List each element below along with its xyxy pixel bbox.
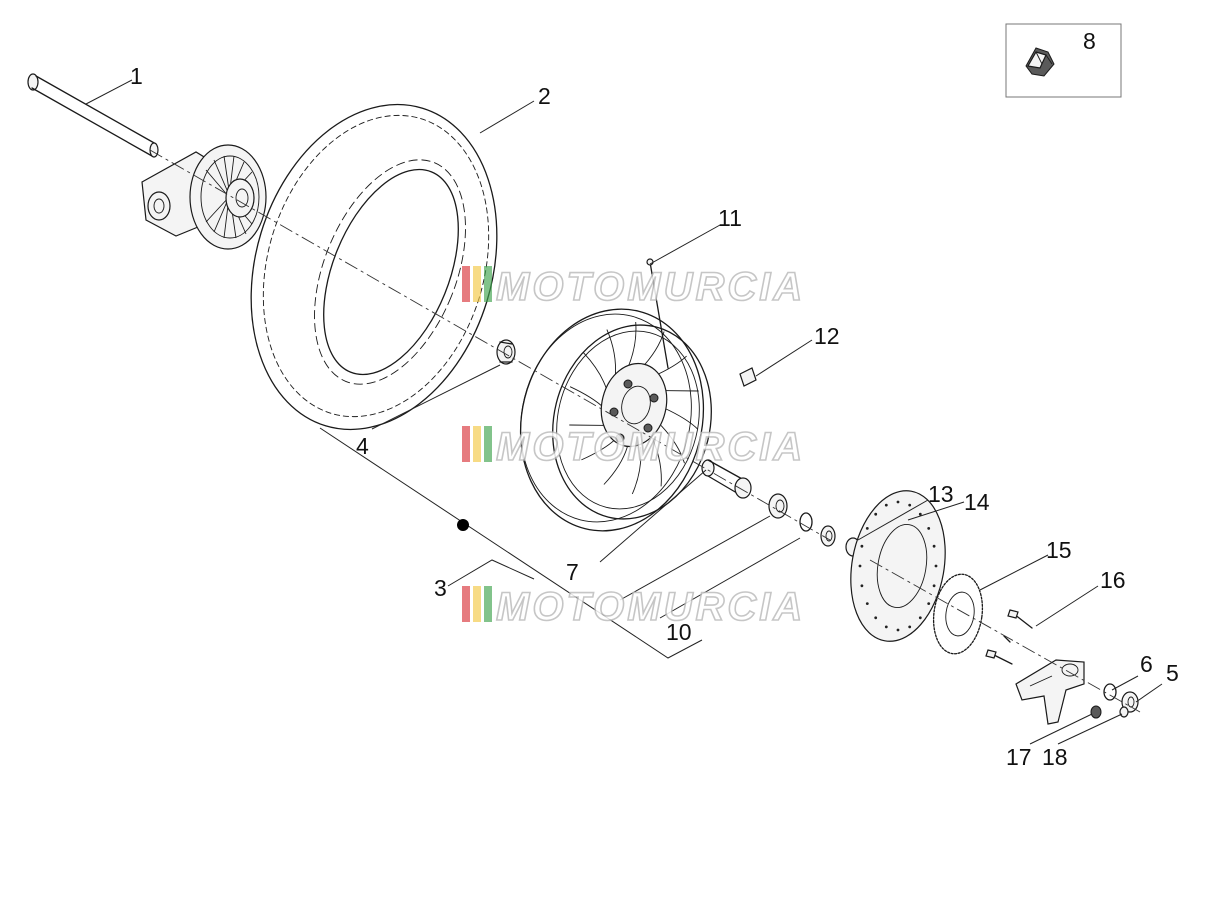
- callout-10: 10: [666, 619, 692, 645]
- part-10-circlip: [799, 512, 813, 532]
- watermark-stripe-red: [462, 266, 470, 302]
- watermark-3: MOTOMURCIA: [462, 584, 805, 630]
- rim-spoke: [606, 329, 617, 377]
- rim-spoke: [663, 407, 699, 430]
- disc-hole: [874, 616, 878, 620]
- disc-hole: [884, 625, 888, 629]
- disc-hole: [927, 602, 931, 605]
- part-17-bolt: [1090, 705, 1102, 719]
- rim-spoke: [660, 425, 685, 464]
- rim-spoke: [569, 386, 605, 409]
- assembly-axis: [149, 149, 831, 541]
- disc-hole: [896, 628, 900, 632]
- disc-hole: [927, 527, 931, 530]
- watermark-text: MOTOMURCIA: [496, 265, 805, 309]
- disc-hole: [865, 602, 869, 605]
- watermark-stripe-yellow: [473, 586, 481, 622]
- bullet-marker: [457, 519, 469, 531]
- disc-holes: [858, 500, 938, 632]
- part-2-tyre: [250, 103, 498, 431]
- watermark-text: MOTOMURCIA: [496, 585, 805, 629]
- rim-spoke: [603, 446, 628, 485]
- watermark-stripe-red: [462, 426, 470, 462]
- group-bracket-3: [319, 427, 703, 659]
- rim-spoke: [631, 446, 642, 495]
- rim-spoke: [626, 321, 637, 370]
- callout-13: 13: [928, 481, 954, 507]
- caliper-bracket: [1015, 659, 1085, 725]
- wheel-rim: [519, 308, 712, 532]
- part-15-abs-tone-ring: [932, 573, 984, 655]
- callout-18: 18: [1042, 744, 1068, 770]
- rim-spoke: [583, 352, 608, 391]
- part-4-bearing: [496, 339, 516, 365]
- disc-hole: [860, 544, 864, 548]
- callout-6: 6: [1140, 651, 1153, 677]
- assembly-axis-right: [869, 559, 1141, 713]
- part-14-brake-disc: [850, 490, 946, 642]
- watermark-stripe-yellow: [473, 426, 481, 462]
- watermark-text: MOTOMURCIA: [496, 425, 805, 469]
- callout-8: 8: [1083, 28, 1096, 54]
- watermark-1: MOTOMURCIA: [462, 264, 805, 310]
- rim-spoke: [640, 331, 665, 370]
- watermark-stripe-green: [484, 266, 492, 302]
- disc-hole: [908, 625, 912, 629]
- disc-hole: [932, 584, 936, 588]
- disc-hole: [896, 500, 900, 504]
- part-16-screws: [985, 609, 1033, 665]
- part-bearing-right: [768, 493, 788, 519]
- disc-hole: [918, 512, 922, 516]
- disc-hole: [918, 616, 922, 620]
- callout-17: 17: [1006, 744, 1032, 770]
- callout-12: 12: [814, 323, 840, 349]
- part-spacer-ring: [820, 525, 836, 547]
- clip-part-icon: [1025, 47, 1055, 77]
- disc-hole: [884, 503, 888, 507]
- watermark-stripe-green: [484, 426, 492, 462]
- watermark-stripe-green: [484, 586, 492, 622]
- disc-hole: [932, 544, 936, 548]
- callout-14: 14: [964, 489, 990, 515]
- disc-hole: [865, 527, 869, 530]
- final-drive-housing: [141, 144, 267, 250]
- callout-4: 4: [356, 433, 369, 459]
- callout-16: 16: [1100, 567, 1126, 593]
- callout-3: 3: [434, 575, 447, 601]
- disc-hole: [908, 503, 912, 507]
- watermark-stripe-yellow: [473, 266, 481, 302]
- disc-hole: [934, 564, 938, 568]
- disc-hole: [860, 584, 864, 588]
- callout-numbers: 1 2 3 4 5 6 7 10 11 12 13 14 15 16 17 18: [130, 63, 1179, 770]
- rim-spoke: [652, 439, 662, 487]
- leader-lines: [85, 79, 1163, 745]
- callout-7: 7: [566, 559, 579, 585]
- part-12-balance-weight: [739, 367, 757, 387]
- callout-2: 2: [538, 83, 551, 109]
- disc-hole: [858, 564, 862, 568]
- watermark-stripe-red: [462, 586, 470, 622]
- disc-hole: [874, 512, 878, 516]
- callout-5: 5: [1166, 660, 1179, 686]
- part-18-screw: [1119, 706, 1129, 718]
- watermark-2: MOTOMURCIA: [462, 424, 805, 470]
- inset-part-8: 8: [1005, 23, 1122, 98]
- callout-1: 1: [130, 63, 143, 89]
- part-7-spacer-tube: [701, 459, 752, 499]
- callout-11: 11: [718, 205, 742, 231]
- callout-15: 15: [1046, 537, 1072, 563]
